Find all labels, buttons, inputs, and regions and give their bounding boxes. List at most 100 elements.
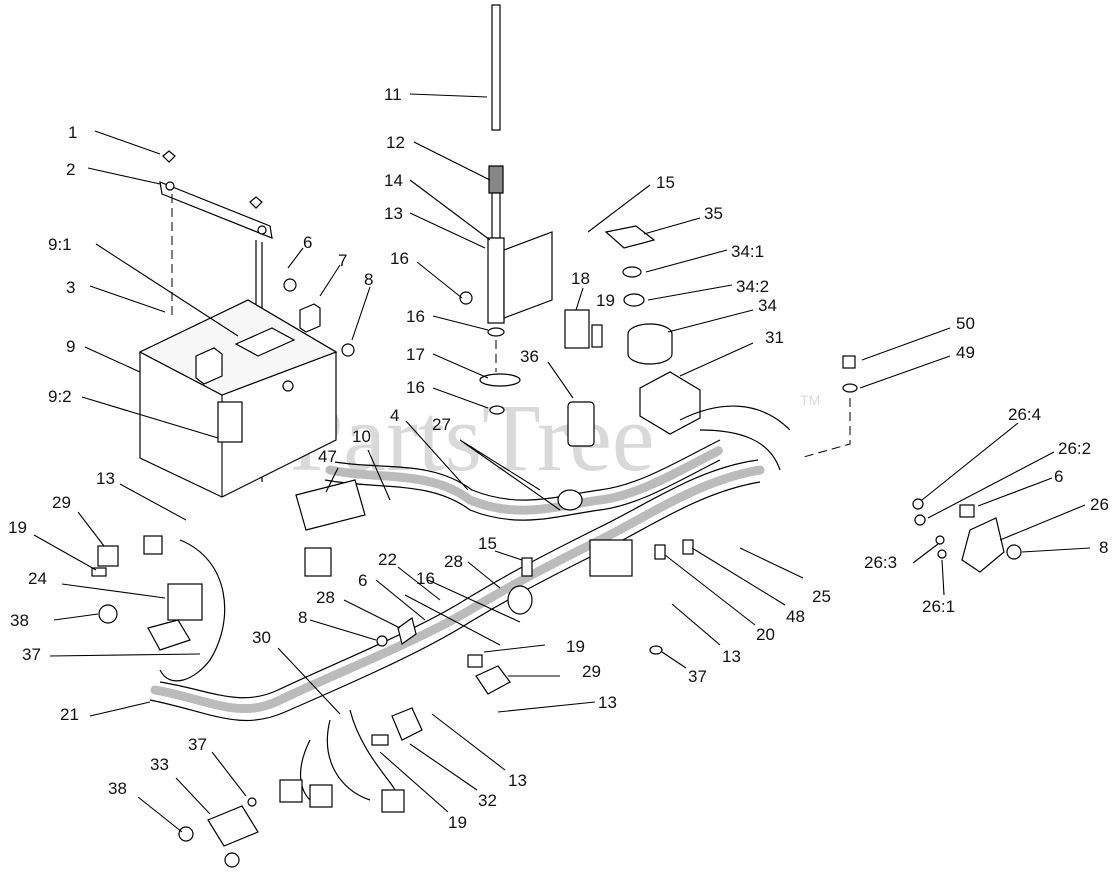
bushing [489, 405, 505, 415]
callout-8: 8 [364, 270, 373, 289]
grommet [557, 489, 583, 511]
callout-12: 12 [386, 133, 405, 152]
battery-assembly [138, 150, 355, 498]
tie-rod [491, 192, 501, 239]
battery-nut [341, 343, 355, 357]
callout-13: 13 [96, 469, 115, 488]
battery-top-face [138, 299, 338, 396]
switch-cover-plate [604, 225, 656, 249]
callout-24: 24 [28, 569, 47, 588]
harness-wire [334, 439, 721, 501]
callout-49: 49 [956, 343, 975, 362]
pto-switch [567, 401, 595, 447]
strap-hole [165, 181, 175, 191]
harness-branch [679, 405, 791, 471]
nut [649, 645, 663, 655]
harness-connector [309, 784, 333, 808]
callout-9-2: 9:2 [48, 387, 72, 406]
switch-29 [475, 665, 511, 695]
switch-nut [622, 266, 642, 278]
battery-label [234, 327, 296, 357]
callout-29: 29 [582, 662, 601, 681]
callout-34: 34 [758, 296, 777, 315]
leader-lines [33, 93, 1091, 833]
switch-32 [391, 707, 423, 741]
battery-terminal-bracket [195, 347, 223, 385]
callout-33: 33 [150, 755, 169, 774]
plug-cap [224, 852, 240, 868]
callout-48: 48 [786, 607, 805, 626]
callout-47: 47 [318, 447, 337, 466]
callout-10: 10 [352, 427, 371, 446]
callout-34-2: 34:2 [736, 277, 769, 296]
callout-19: 19 [448, 813, 467, 832]
callout-16: 16 [390, 249, 409, 268]
callout-26-4: 26:4 [1008, 405, 1041, 424]
spring [488, 165, 504, 194]
callout-27: 27 [432, 415, 451, 434]
callout-32: 32 [478, 791, 497, 810]
harness-connector [381, 789, 405, 813]
callout-22: 22 [378, 550, 397, 569]
tie-rod [491, 4, 501, 131]
nut [376, 635, 388, 647]
callout-1: 1 [68, 123, 77, 142]
relay [564, 309, 590, 349]
callout-13: 13 [598, 693, 617, 712]
callout-16: 16 [406, 378, 425, 397]
nut [459, 291, 473, 305]
fuse [654, 544, 666, 560]
callout-2: 2 [66, 160, 75, 179]
callout-17: 17 [406, 345, 425, 364]
battery-bolt [283, 278, 297, 292]
callout-16: 16 [416, 569, 435, 588]
callout-21: 21 [60, 705, 79, 724]
solenoid-nut [1006, 544, 1022, 560]
control-module [639, 371, 701, 435]
bolt [842, 355, 856, 369]
callout-9-1: 9:1 [48, 235, 72, 254]
switch-bracket [91, 567, 107, 577]
callout-34-1: 34:1 [731, 242, 764, 261]
column-tube [487, 237, 505, 324]
callout-13: 13 [384, 204, 403, 223]
harness-braid [150, 465, 765, 714]
callout-37: 37 [188, 735, 207, 754]
battery-vent-cap [217, 401, 243, 443]
callout-26-3: 26:3 [864, 553, 897, 572]
relay-clip [591, 324, 603, 348]
ignition-switch [627, 323, 673, 365]
solenoid [961, 517, 1005, 573]
harness-connector [279, 779, 303, 803]
callout-26-1: 26:1 [922, 597, 955, 616]
bushing [487, 327, 505, 337]
battery-nut [282, 380, 294, 392]
battery-terminal-bracket [299, 303, 321, 333]
interlock-switch [207, 805, 259, 847]
connector [143, 535, 163, 555]
callout-8: 8 [298, 608, 307, 627]
callout-15: 15 [656, 173, 675, 192]
callout-13: 13 [508, 771, 527, 790]
seat-switch-connector [97, 545, 119, 567]
callout-30: 30 [252, 628, 271, 647]
plug-cap [98, 604, 118, 624]
callout-6: 6 [1054, 467, 1063, 486]
watermark-trademark: TM [800, 392, 820, 408]
callout-19: 19 [596, 291, 615, 310]
callout-9: 9 [66, 337, 75, 356]
solenoid-nut [937, 549, 947, 559]
callout-18: 18 [571, 269, 590, 288]
solenoid-washer [914, 514, 926, 526]
switch-body [147, 619, 191, 651]
callout-8: 8 [1099, 538, 1108, 557]
washer [479, 373, 521, 387]
callout-36: 36 [520, 347, 539, 366]
harness-branch [299, 709, 396, 801]
callout-19: 19 [566, 637, 585, 656]
battery-hold-down-strap [159, 181, 273, 239]
harness-braid [325, 445, 725, 515]
callout-6: 6 [303, 233, 312, 252]
callout-4: 4 [390, 406, 399, 425]
callout-26: 26 [1090, 495, 1109, 514]
